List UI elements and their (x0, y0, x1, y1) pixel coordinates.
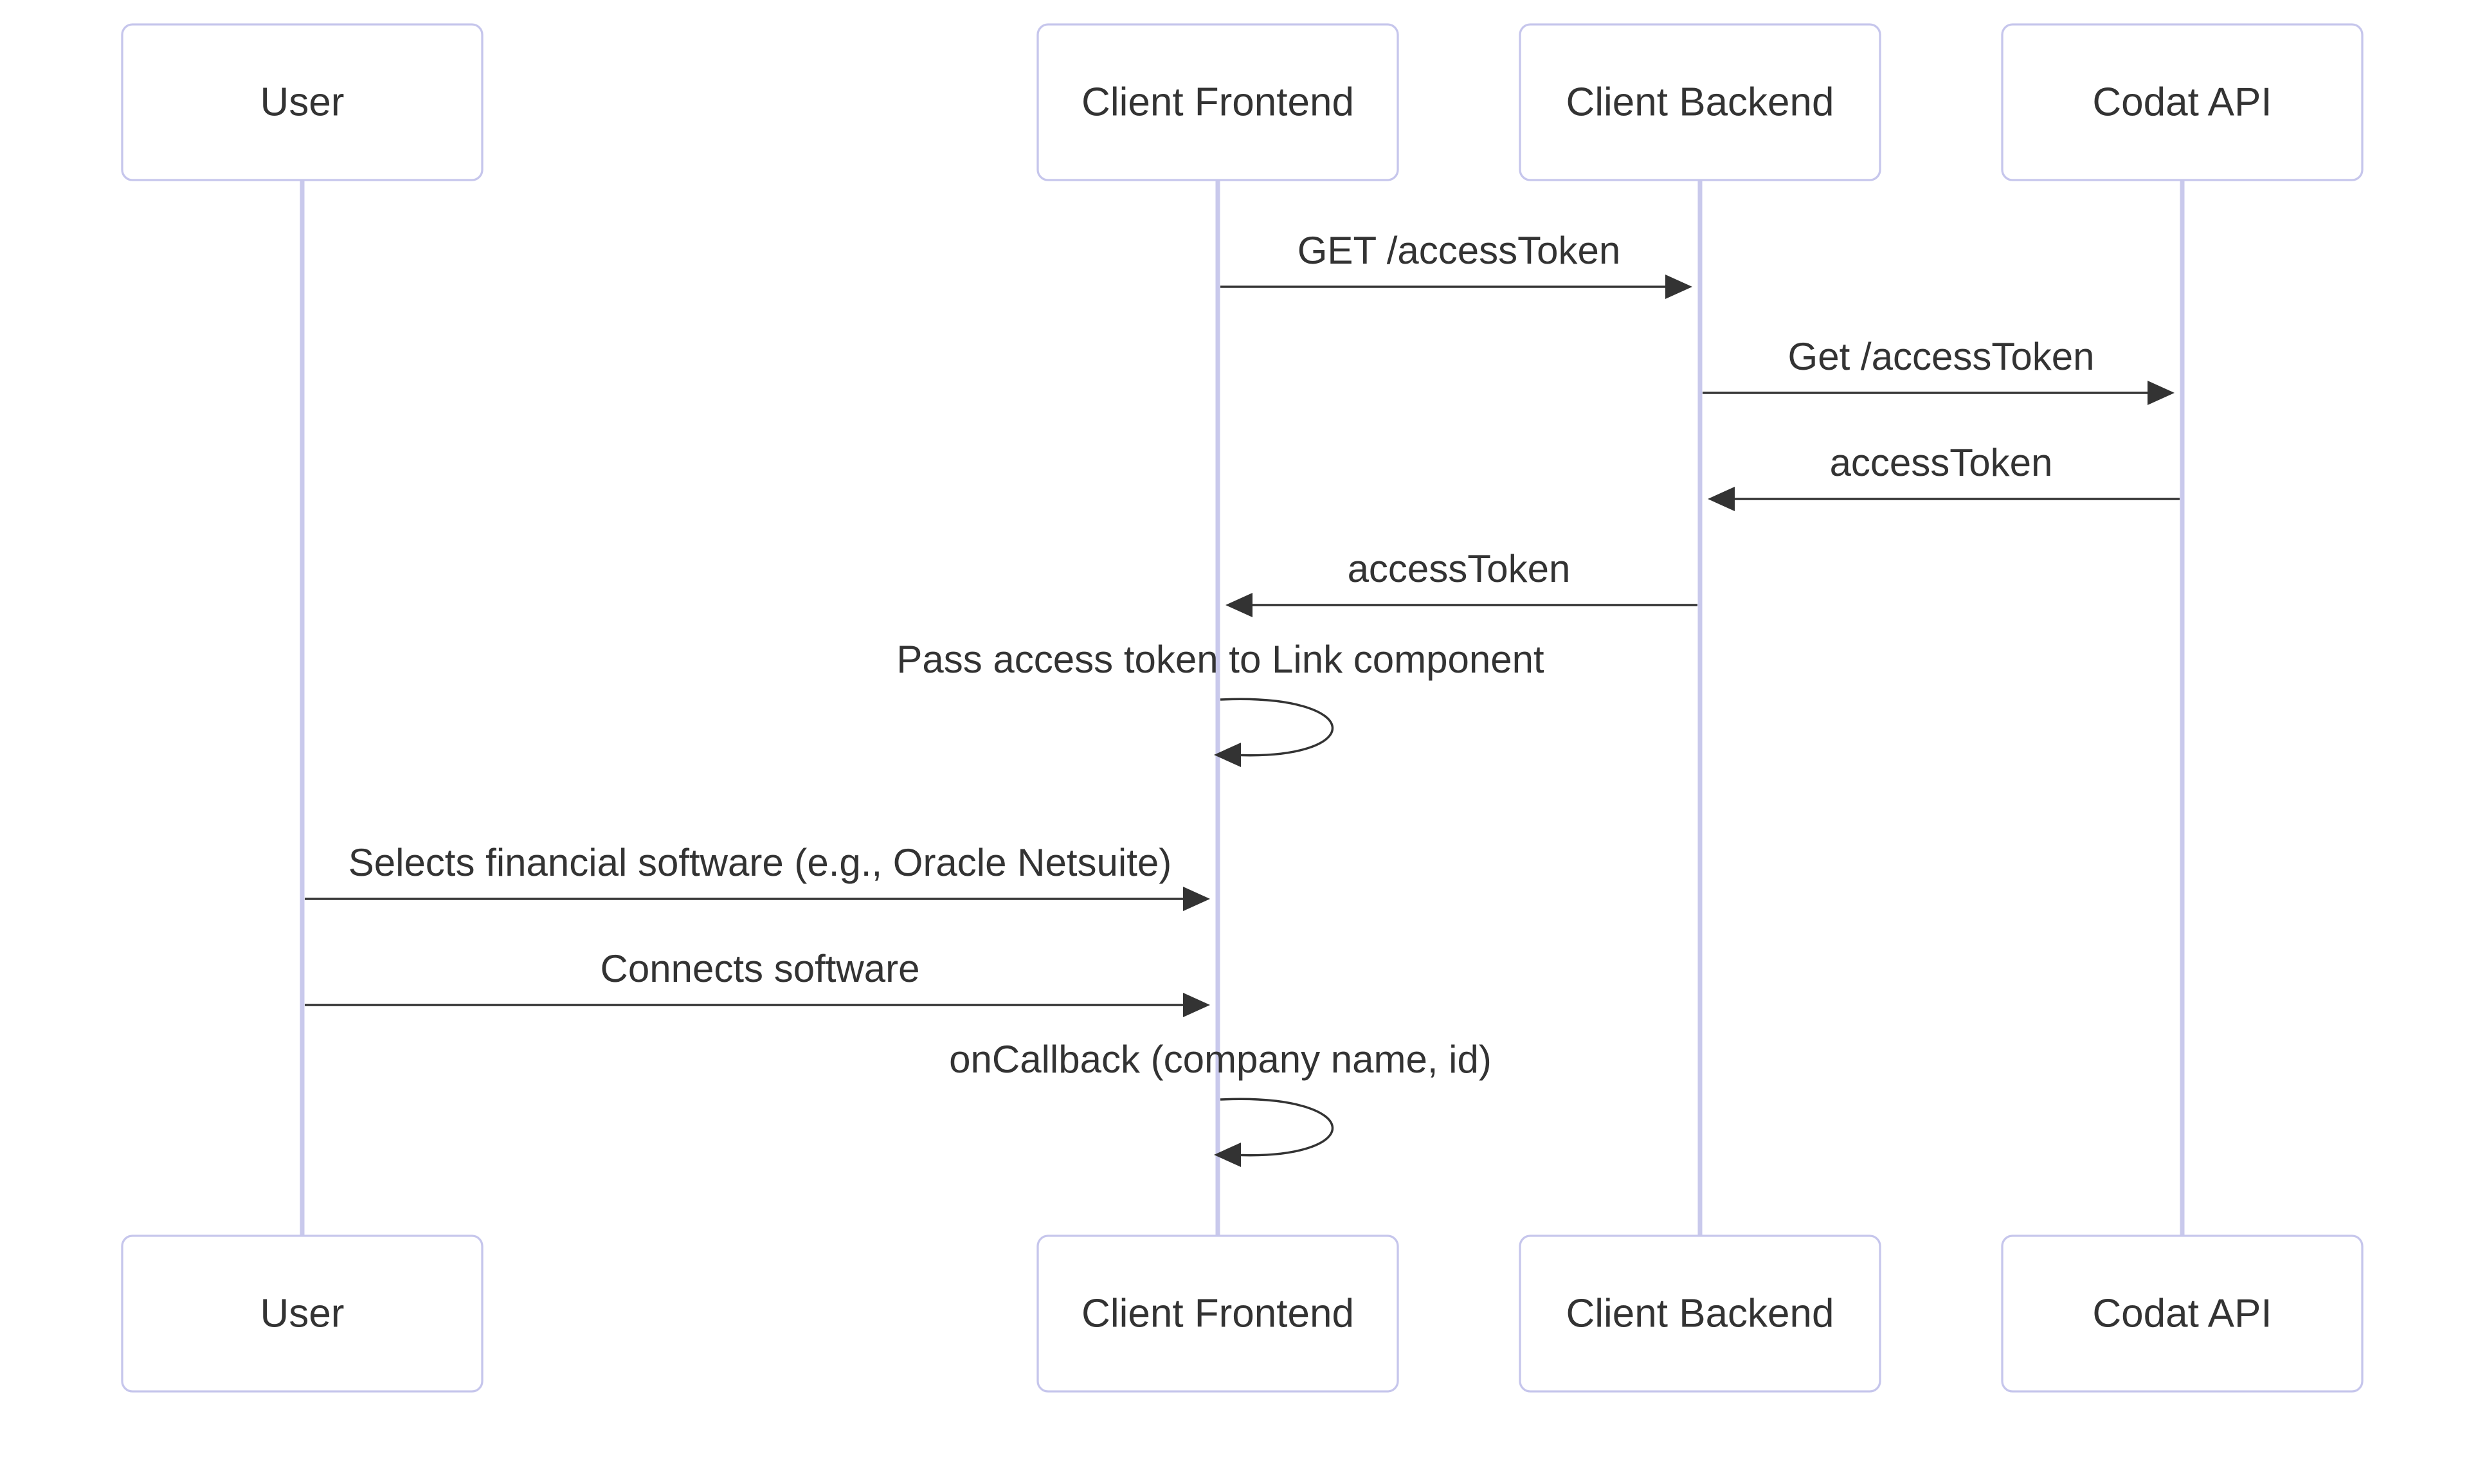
lifelines (300, 180, 2185, 1236)
message-label: Get /accessToken (1788, 335, 2095, 378)
actor-label: User (260, 80, 345, 124)
actor-label: Client Frontend (1081, 80, 1354, 124)
message-label: GET /accessToken (1298, 229, 1620, 272)
actor-label: Codat API (2092, 80, 2272, 124)
actor-label: Client Frontend (1081, 1291, 1354, 1335)
actor-box (1036, 23, 1399, 181)
message-label: accessToken (1348, 547, 1571, 590)
actor-box (1519, 1235, 1881, 1393)
actor-label: Client Backend (1566, 1291, 1834, 1335)
actor-label: Codat API (2092, 1291, 2272, 1335)
arrowhead (1214, 1143, 1241, 1167)
actor-bottom-client-frontend: Client Frontend (1036, 1235, 1399, 1393)
message-label: onCallback (company name, id) (949, 1038, 1492, 1081)
arrowhead (1665, 275, 1692, 299)
actor-label: Client Backend (1566, 80, 1834, 124)
arrowhead (1225, 593, 1253, 617)
self-call-line (1220, 698, 1334, 757)
actor-box (1519, 23, 1881, 181)
message-1: GET /accessToken (1220, 229, 1692, 299)
actor-top-client-frontend: Client Frontend (1036, 23, 1399, 181)
actor-bottom-user: User (121, 1235, 484, 1393)
actor-bottom-codat-api: Codat API (2001, 1235, 2364, 1393)
actor-bottom-client-backend: Client Backend (1519, 1235, 1881, 1393)
actor-top-client-backend: Client Backend (1519, 23, 1881, 181)
message-8: onCallback (company name, id) (949, 1038, 1492, 1167)
actor-box (121, 23, 484, 181)
message-5: Pass access token to Link component (896, 638, 1544, 767)
actor-top-user: User (121, 23, 484, 181)
actor-box (2001, 1235, 2364, 1393)
arrowhead (1183, 887, 1210, 911)
message-4: accessToken (1225, 547, 1697, 617)
actors-top: User Client Frontend Client Backend Codat A… (121, 23, 2364, 181)
self-call-line (1220, 1098, 1334, 1157)
arrowhead (2148, 381, 2175, 405)
arrowhead (1183, 993, 1210, 1017)
message-label: Pass access token to Link component (896, 638, 1544, 681)
message-3: accessToken (1708, 441, 2180, 511)
arrowhead (1214, 743, 1241, 767)
actor-box (121, 1235, 484, 1393)
message-label: Selects financial software (e.g., Oracle… (348, 841, 1172, 884)
arrowhead (1708, 487, 1735, 511)
message-6: Selects financial software (e.g., Oracle… (305, 841, 1210, 911)
message-2: Get /accessToken (1703, 335, 2175, 405)
actor-box (2001, 23, 2364, 181)
actors-bottom: User Client Frontend Client Backend Codat A… (121, 1235, 2364, 1393)
message-label: accessToken (1830, 441, 2053, 484)
message-label: Connects software (601, 947, 920, 990)
actor-top-codat-api: Codat API (2001, 23, 2364, 181)
actor-label: User (260, 1291, 345, 1335)
actor-box (1036, 1235, 1399, 1393)
message-7: Connects software (305, 947, 1210, 1017)
